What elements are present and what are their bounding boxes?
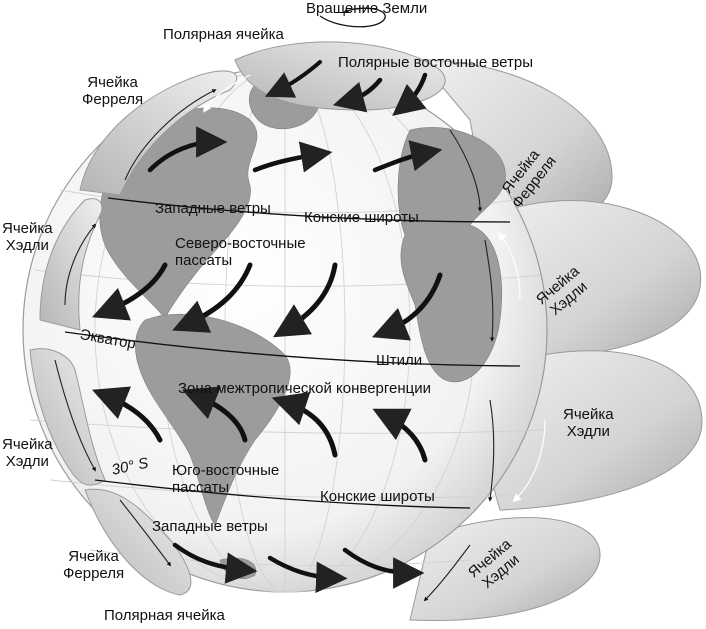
hadley-cell-right-south-label: Ячейка Хэдли [563, 406, 614, 440]
itcz-label: Зона межтропической конвергенции [178, 380, 432, 397]
cell-return-arrows [203, 74, 546, 503]
hadley-cell-left-north-shell [39, 198, 103, 331]
horse-latitudes-north-line [107, 197, 511, 223]
horse-latitudes-south-line [94, 479, 471, 509]
ferrel-cell-left-bottom-shell [84, 488, 192, 596]
hadley-cell-left-north-label: Ячейка Хэдли [2, 220, 53, 254]
polar-easterlies-label: Полярные восточные ветры [338, 54, 533, 71]
wind-arrows [92, 60, 443, 593]
westerlies-north-label: Западные ветры [155, 200, 271, 217]
hadley-cell-left-south-label: Ячейка Хэдли [2, 436, 53, 470]
polar-cell-top-label: Полярная ячейка [163, 26, 284, 43]
south-america [135, 313, 291, 526]
latitude-lines [64, 197, 521, 509]
horse-latitudes-north-label: Конские широты [304, 209, 419, 226]
ne-trades-label: Северо-восточные пассаты [175, 235, 306, 269]
doldrums-label: Штили [376, 352, 423, 369]
rotation-arrow [319, 7, 386, 28]
westerlies-south-label: Западные ветры [152, 518, 268, 535]
ferrel-cell-left-top-label: Ячейка Ферреля [82, 74, 144, 108]
earth-rotation-label: Вращение Земли [306, 0, 428, 17]
hadley-cell-left-south-shell [29, 348, 106, 486]
horse-latitudes-south-label: Конские широты [320, 488, 435, 505]
equator-line [64, 331, 521, 367]
polar-cell-bottom-label: Полярная ячейка [104, 607, 225, 624]
ferrel-cell-left-bottom-label: Ячейка Ферреля [63, 548, 125, 582]
cell-circulation-arrows [54, 89, 495, 602]
se-trades-label: Юго-восточные пассаты [172, 462, 280, 496]
ferrel-cell-left-top-shell [79, 70, 238, 196]
hadley-cell-right-bottom-shell [409, 517, 601, 622]
europe-africa [397, 127, 506, 383]
